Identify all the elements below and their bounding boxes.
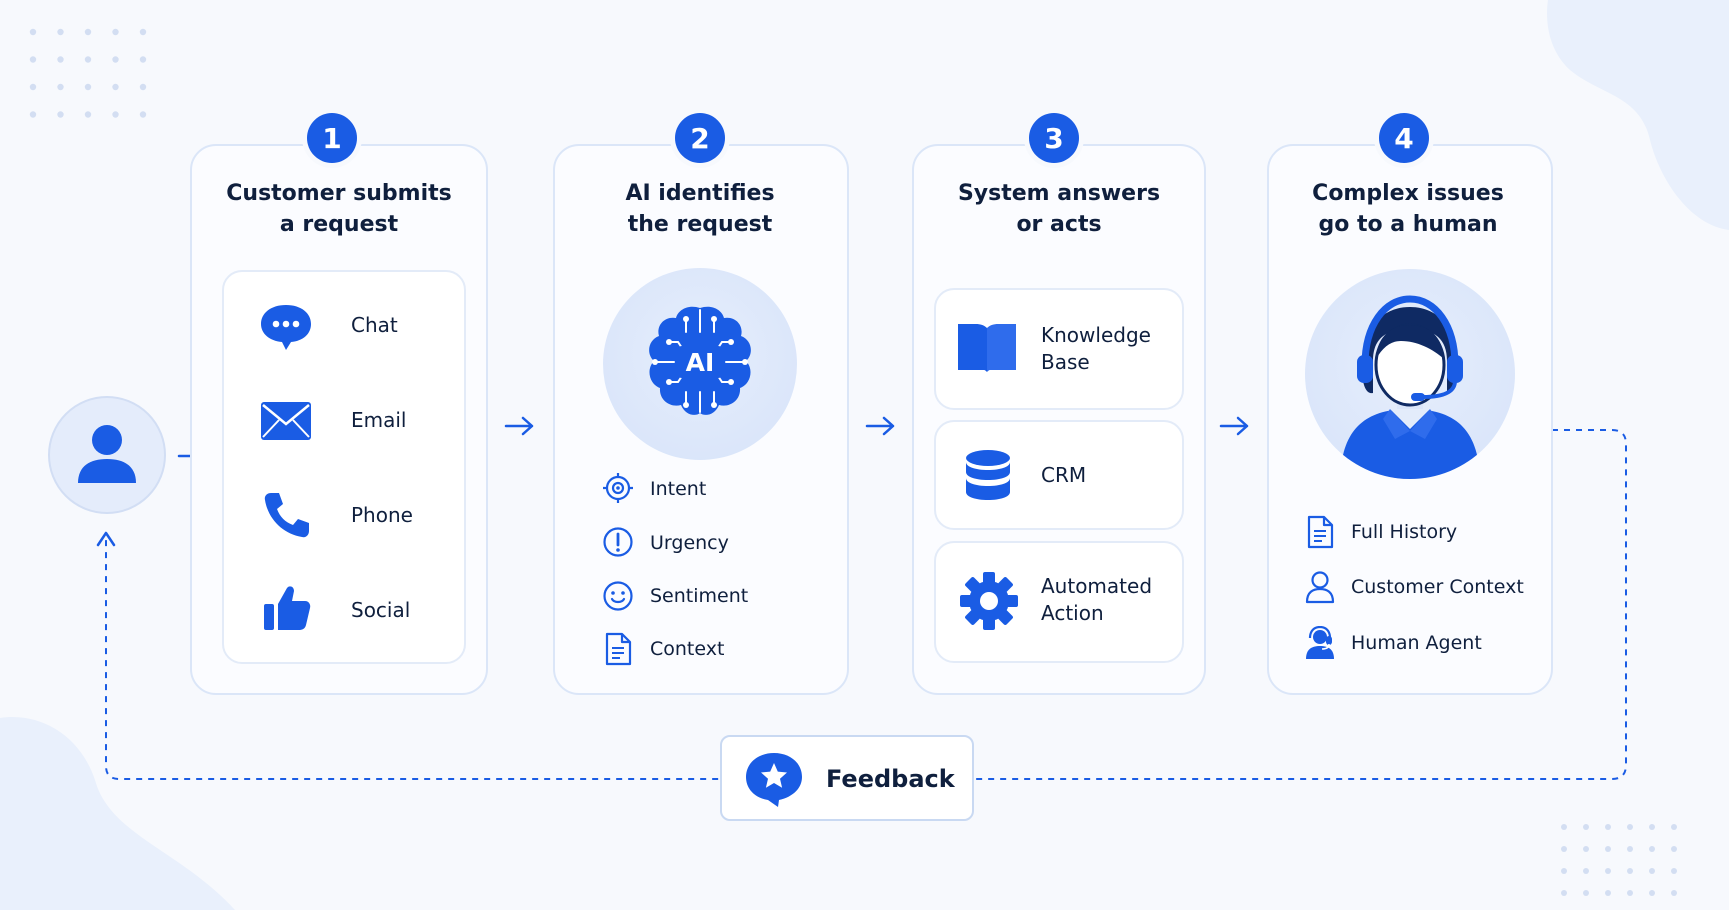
agent-headset-icon xyxy=(1306,626,1334,659)
step-1-badge: 1 xyxy=(307,113,357,163)
user-outline-icon xyxy=(1305,571,1335,604)
channel-phone-label: Phone xyxy=(351,503,413,527)
signal-intent-label: Intent xyxy=(650,478,707,500)
channel-email-label: Email xyxy=(351,408,407,432)
step-3-badge: 3 xyxy=(1029,113,1079,163)
channel-chat-label: Chat xyxy=(351,313,398,337)
handoff-human-agent-label: Human Agent xyxy=(1351,632,1482,654)
step-2-title: AI identifies the request xyxy=(625,181,775,237)
ai-brain-icon: AI xyxy=(649,306,751,415)
step-2-badge: 2 xyxy=(675,113,725,163)
channels-box xyxy=(222,270,466,664)
target-icon xyxy=(603,473,633,503)
arrow-step1-to-step2 xyxy=(504,416,534,436)
step-4-title: Complex issues go to a human xyxy=(1312,181,1504,237)
step-3-title: System answers or acts xyxy=(957,181,1161,237)
smiley-icon xyxy=(603,581,633,611)
gear-icon xyxy=(960,572,1018,630)
thumbs-up-icon xyxy=(264,586,311,630)
chat-bubble-icon xyxy=(261,305,311,350)
signal-urgency-label: Urgency xyxy=(650,532,729,554)
arrow-step2-to-step3 xyxy=(865,416,895,436)
database-icon xyxy=(966,450,1010,500)
book-icon xyxy=(958,324,1016,372)
arrow-step3-to-step4 xyxy=(1219,416,1249,436)
step-1-title: Customer submits a request xyxy=(226,181,452,237)
human-agent-illustration xyxy=(1340,295,1480,479)
star-chat-icon xyxy=(746,753,802,807)
exclamation-circle-icon xyxy=(603,527,633,557)
signal-context-label: Context xyxy=(650,638,725,660)
system-crm-label: CRM xyxy=(1041,463,1087,487)
handoff-full-history-label: Full History xyxy=(1351,521,1458,543)
signal-sentiment-label: Sentiment xyxy=(650,585,749,607)
full-history-document-icon xyxy=(1307,515,1334,549)
document-icon xyxy=(605,632,632,666)
channel-social-label: Social xyxy=(351,598,411,622)
system-automated-action-label: Automated Action xyxy=(1041,574,1153,625)
feedback-label: Feedback xyxy=(826,765,955,793)
ai-label: AI xyxy=(686,348,715,377)
system-knowledge-base-label: Knowledge Base xyxy=(1041,323,1151,374)
step-4-badge: 4 xyxy=(1379,113,1429,163)
user-icon xyxy=(78,425,136,483)
handoff-customer-context-label: Customer Context xyxy=(1351,576,1524,598)
phone-icon xyxy=(264,493,309,538)
envelope-icon xyxy=(261,402,311,440)
customer-avatar xyxy=(48,396,166,514)
